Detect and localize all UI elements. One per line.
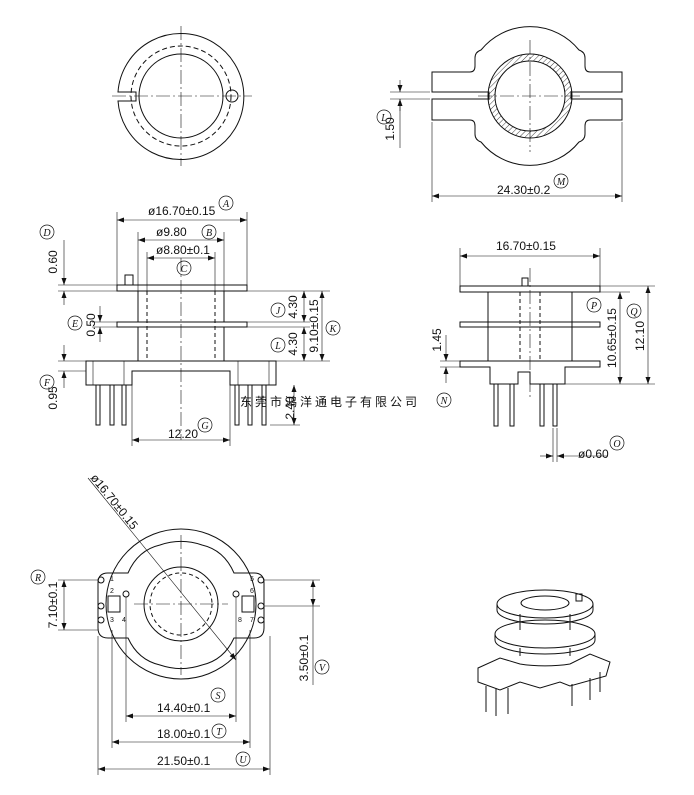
label-k: K <box>329 324 338 335</box>
dim-base-thk: 0.95 <box>46 386 60 410</box>
pin-numbers: 1 2 3 4 5 6 7 8 <box>110 576 254 624</box>
dim-total-height: 9.10±0.15 <box>307 299 321 353</box>
pin-number: 5 <box>250 576 254 583</box>
dim-flange-thk: 0.60 <box>46 250 60 274</box>
dim-h1: 10.65±0.15 <box>605 308 619 368</box>
dim-slot: 1.50 <box>383 117 397 141</box>
circle-letter-texts: A B C D E F G J L K L M P Q N O R S T U … <box>34 113 638 766</box>
pin-number: 7 <box>250 617 254 624</box>
label-l: L <box>380 113 387 124</box>
label-p: P <box>590 301 597 312</box>
dim-pin-row-span: 12.20 <box>168 427 198 441</box>
dim-pin-len: 2.40 <box>283 396 297 420</box>
label-s: S <box>216 691 221 702</box>
dim-step: 1.45 <box>430 328 444 352</box>
pin-number: 2 <box>110 588 114 595</box>
pin-number: 6 <box>250 588 254 595</box>
dim-pin-dia: ø0.60 <box>578 447 609 461</box>
label-q: Q <box>630 307 638 318</box>
pin-number: 3 <box>110 617 114 624</box>
label-n: N <box>440 396 449 407</box>
label-r: R <box>34 573 41 584</box>
dim-h2: 12.10 <box>633 321 647 351</box>
isometric-view <box>477 589 611 716</box>
dim-span2: 18.00±0.1 <box>157 727 211 741</box>
dim-span3: 21.50±0.1 <box>157 754 211 768</box>
bottom-view <box>58 477 320 775</box>
dim-gap-bottom: 4.30 <box>286 332 300 356</box>
dim-offset: 3.50±0.1 <box>297 634 311 681</box>
right-top-view <box>390 26 623 202</box>
right-side-view <box>440 248 655 462</box>
side-view <box>58 212 330 446</box>
label-f: F <box>43 378 51 389</box>
dim-diag-dia: ø16.70±0.15 <box>88 471 141 532</box>
pin-number: 8 <box>238 617 242 624</box>
pin-number: 4 <box>122 617 126 624</box>
label-m: M <box>556 177 566 188</box>
label-e: E <box>71 319 78 330</box>
label-u: U <box>239 755 247 766</box>
pin-number: 1 <box>110 576 114 583</box>
label-v: V <box>319 663 327 674</box>
label-l-side: L <box>274 341 281 352</box>
label-a: A <box>222 199 230 210</box>
dim-gap-top: 4.30 <box>286 295 300 319</box>
dim-core-dia-outer: ø9.80 <box>156 225 187 239</box>
dim-flange-dia: ø16.70±0.15 <box>148 204 216 218</box>
dim-mid-flange-thk: 0.50 <box>84 313 98 337</box>
label-d: D <box>42 228 51 239</box>
dim-core-dia-inner: ø8.80±0.1 <box>156 243 210 257</box>
label-o: O <box>613 439 620 450</box>
dim-rs-flange-dia: 16.70±0.15 <box>496 239 556 253</box>
top-view <box>112 26 252 166</box>
dim-width: 24.30±0.2 <box>497 183 551 197</box>
label-j: J <box>276 306 281 317</box>
label-g: G <box>201 421 208 432</box>
label-c: C <box>181 264 188 275</box>
dim-pin-pitch-v: 7.10±0.1 <box>46 581 60 628</box>
label-b: B <box>206 228 212 239</box>
label-circles <box>30 109 642 767</box>
dim-span1: 14.40±0.1 <box>157 701 211 715</box>
watermark: 东莞市鸿洋通电子有限公司 <box>240 394 420 409</box>
label-t: T <box>216 727 223 738</box>
